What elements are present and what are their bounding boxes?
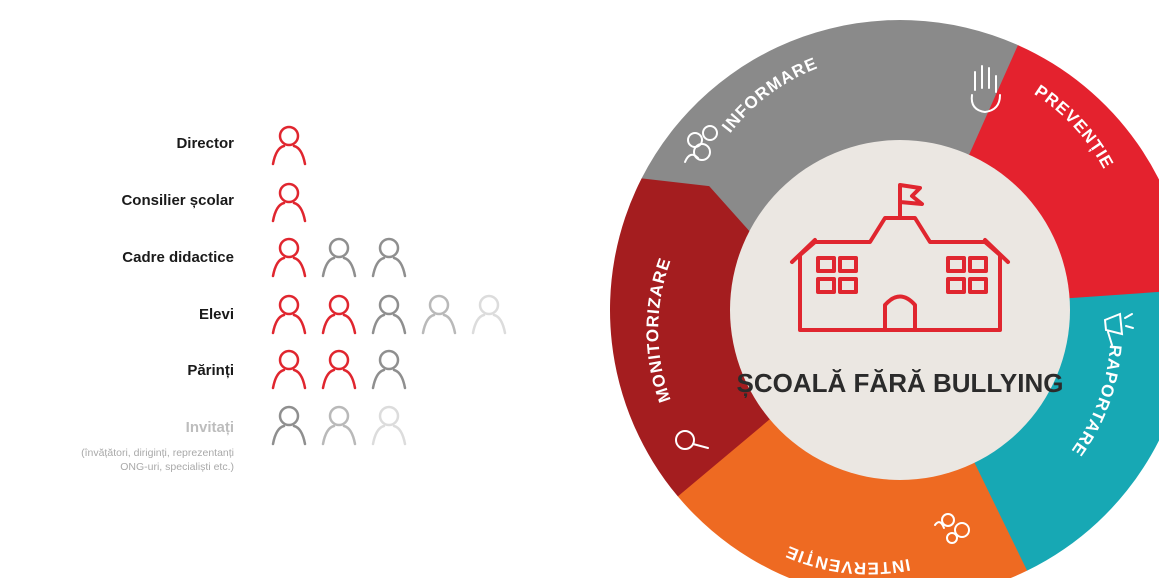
person-icon bbox=[271, 405, 307, 446]
role-icons-parinti bbox=[270, 348, 420, 392]
person-icon bbox=[371, 237, 407, 278]
invited-note: (învățători, diriginți, reprezentanți ON… bbox=[0, 446, 234, 474]
invited-note-line2: ONG-uri, specialiști etc.) bbox=[120, 461, 234, 473]
person-icon bbox=[421, 294, 457, 335]
role-label-invitati: Invitați bbox=[185, 419, 234, 436]
role-label-director: Director bbox=[176, 135, 234, 152]
school-icon bbox=[790, 183, 1010, 332]
cycle-segments bbox=[610, 20, 1159, 578]
segment-prevenție bbox=[967, 45, 1159, 318]
person-icon bbox=[321, 349, 357, 390]
person-icon bbox=[371, 294, 407, 335]
segment-monitorizare bbox=[610, 178, 774, 497]
role-label-cadre: Cadre didactice bbox=[122, 249, 234, 266]
center-title: ȘCOALĂ FĂRĂ BULLYING bbox=[737, 368, 1064, 398]
roles-panel: Director Consilier școlar Cadre didactic… bbox=[0, 0, 560, 578]
magnifier-icon bbox=[675, 430, 709, 450]
center-circle bbox=[730, 140, 1070, 480]
person-icon bbox=[471, 294, 507, 335]
people-icon bbox=[684, 125, 718, 163]
segment-intervenție bbox=[677, 416, 1028, 578]
role-icons-consilier bbox=[270, 181, 320, 225]
person-icon bbox=[321, 237, 357, 278]
segment-raportare bbox=[972, 291, 1159, 571]
invited-note-line1: (învățători, diriginți, reprezentanți bbox=[81, 447, 234, 459]
person-icon bbox=[321, 405, 357, 446]
person-icon bbox=[271, 125, 307, 166]
hand-icon bbox=[970, 65, 1001, 114]
role-icons-invitati bbox=[270, 404, 420, 448]
role-label-consilier: Consilier școlar bbox=[121, 192, 234, 209]
role-label-parinti: Părinți bbox=[187, 362, 234, 379]
person-icon bbox=[271, 294, 307, 335]
megaphone-icon bbox=[1103, 312, 1134, 346]
role-icons-director bbox=[270, 124, 320, 168]
role-icons-cadre bbox=[270, 236, 420, 280]
role-label-elevi: Elevi bbox=[198, 306, 234, 323]
person-icon bbox=[271, 237, 307, 278]
person-icon bbox=[271, 182, 307, 223]
person-icon bbox=[321, 294, 357, 335]
role-icons-elevi bbox=[270, 293, 520, 337]
person-icon bbox=[271, 349, 307, 390]
bullying-cycle-diagram: ȘCOALĂ FĂRĂ BULLYING INFORMARE PREVENȚIE… bbox=[610, 20, 1159, 578]
person-icon bbox=[371, 405, 407, 446]
person-icon bbox=[371, 349, 407, 390]
intervention-icon bbox=[934, 513, 970, 544]
segment-informare bbox=[641, 20, 1018, 236]
